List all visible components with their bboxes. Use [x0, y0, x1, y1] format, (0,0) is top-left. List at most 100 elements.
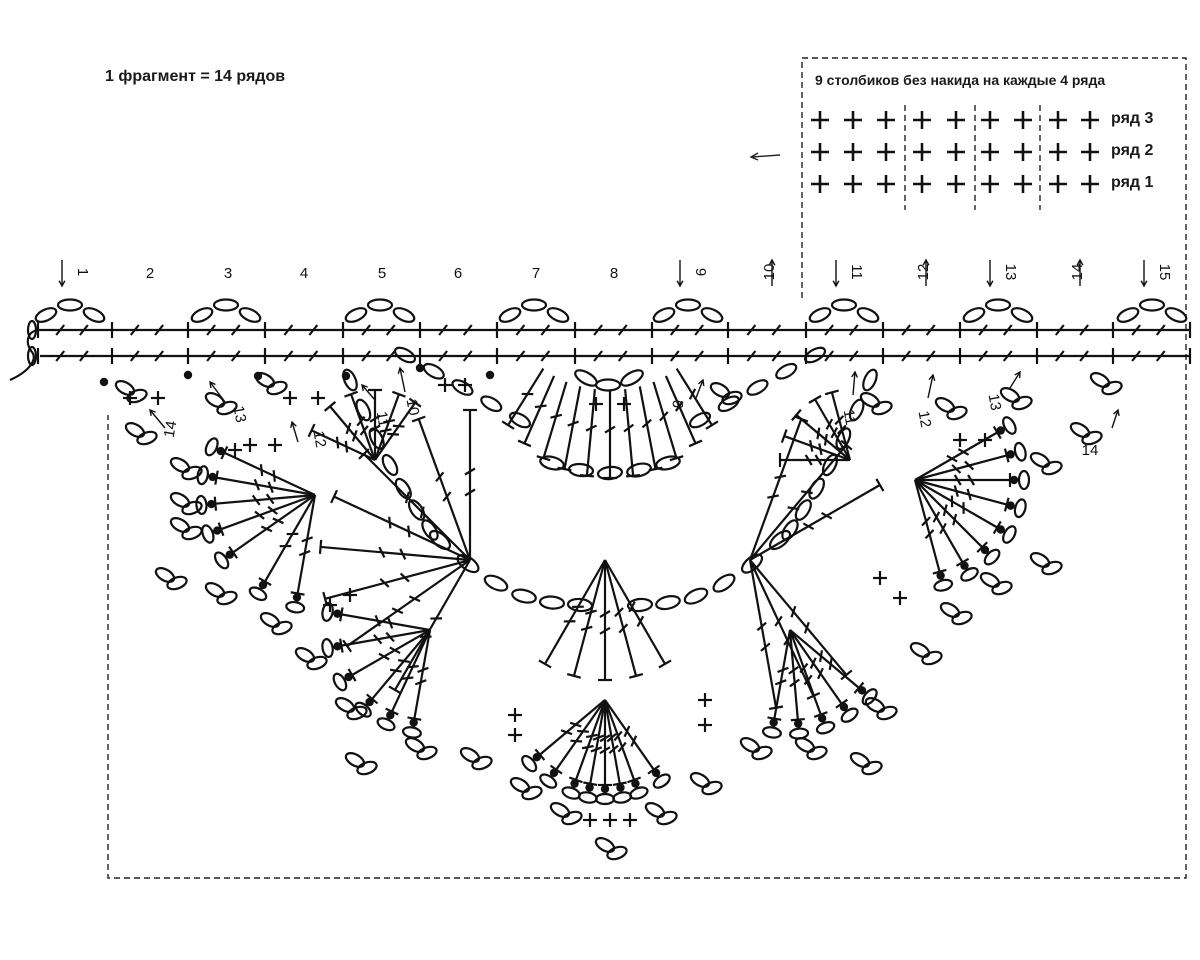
chain-stitch-symbol [674, 298, 702, 312]
chain-stitch-symbol [421, 519, 439, 541]
starting-tail [9, 328, 41, 382]
single-crochet-symbol [981, 143, 999, 161]
middle-right-fan [748, 415, 885, 711]
foundation-stitch-slash [385, 324, 396, 336]
slip-stitch-symbol [485, 370, 495, 380]
single-crochet-symbol [873, 571, 887, 585]
chain-stitch-symbol [933, 578, 954, 592]
single-crochet-symbol [913, 143, 931, 161]
bottom-center-fan [521, 699, 671, 806]
row-number: 12 [915, 410, 935, 429]
chain-stitch-symbol [859, 391, 881, 409]
foundation-stitch-slash [230, 350, 241, 362]
direction-arrow [927, 373, 936, 399]
direction-arrow [922, 258, 930, 286]
single-crochet-symbol [508, 728, 522, 742]
chain-stitch-symbol [169, 491, 191, 509]
chain-stitch-symbol [212, 298, 240, 312]
foundation-stitch-slash [283, 324, 294, 336]
chain-stitch-symbol [549, 801, 571, 819]
chain-stitch-symbol [999, 386, 1021, 404]
double-crochet-symbol [824, 389, 852, 461]
foundation-stitch-slash [824, 350, 834, 362]
row-number: 14 [161, 420, 181, 439]
single-crochet-symbol [589, 397, 603, 411]
chain-stitch-symbol [1029, 551, 1051, 569]
chain-stitch-symbol [166, 575, 188, 591]
legend-row-label: ряд 3 [1111, 110, 1154, 127]
slip-stitch-symbol [600, 784, 610, 794]
top-chain-arch [652, 298, 724, 323]
column-number: 13 [1002, 264, 1019, 281]
foundation-stitch-slash [1054, 324, 1065, 336]
chain-stitch-symbol [683, 587, 709, 605]
chain-stitch-symbol [561, 786, 581, 800]
single-crochet-symbol [1081, 111, 1099, 129]
chain-stitch-symbol [366, 298, 394, 312]
chain-stitch-symbol [1041, 560, 1063, 576]
chain-stitch-symbol [368, 427, 385, 450]
chain-stitch-symbol [204, 391, 226, 409]
slip-stitch-symbol [344, 672, 353, 682]
foundation-stitch-slash [385, 350, 396, 362]
foundation-stitch-slash [515, 324, 526, 336]
chain-stitch-symbol [1011, 395, 1033, 411]
chain-stitch-symbol [808, 307, 832, 323]
single-crochet-symbol [947, 111, 965, 129]
top-chain-arch [962, 298, 1034, 323]
single-crochet-symbol [1049, 111, 1067, 129]
direction-arrow [290, 420, 299, 443]
chain-stitch-symbol [862, 368, 878, 392]
single-crochet-symbol [583, 813, 597, 827]
double-crochet-symbol [388, 559, 471, 695]
single-crochet-symbol [844, 111, 862, 129]
direction-arrow [695, 378, 705, 399]
foundation-stitch-slash [438, 350, 448, 362]
column-number: 15 [1156, 264, 1173, 281]
single-crochet-symbol [243, 438, 257, 452]
double-crochet-symbol [788, 629, 828, 719]
chain-stitch-symbol [259, 611, 281, 629]
inner-fan [393, 346, 827, 481]
chain-stitch-symbol [629, 786, 649, 800]
slip-stitch-symbol [857, 686, 867, 695]
chain-stitch-symbol [154, 566, 176, 584]
chain-stitch-symbol [561, 810, 583, 826]
chain-stitch-symbol [746, 379, 769, 396]
legend-row-label: ряд 2 [1111, 142, 1154, 159]
direction-arrow [1111, 408, 1120, 429]
foundation-stitch-slash [1131, 324, 1141, 336]
chain-stitch-symbol [701, 780, 723, 796]
center-fan [538, 559, 672, 682]
chain-stitch-symbol [620, 369, 644, 387]
direction-arrow [832, 260, 840, 288]
foundation-stitch-slash [771, 324, 782, 336]
single-crochet-symbol [617, 397, 631, 411]
chain-stitch-symbol [840, 707, 859, 723]
row-number: 9 [669, 399, 687, 410]
single-crochet-symbol [283, 391, 297, 405]
chain-stitch-symbol [688, 411, 712, 429]
chain-stitch-symbol [451, 379, 474, 396]
slip-stitch-symbol [386, 710, 395, 720]
chain-stitch-symbol [652, 773, 671, 789]
chain-stitch-symbol [266, 380, 288, 396]
row-number: 12 [310, 430, 330, 449]
slip-stitch-symbol [960, 561, 969, 570]
chain-stitch-symbol [521, 754, 538, 773]
chain-stitch-symbol [204, 581, 226, 599]
column-number: 10 [761, 264, 778, 281]
chain-stitch-symbol [285, 601, 306, 614]
foundation-stitch-slash [1155, 324, 1166, 336]
foundation-stitch-slash [1131, 350, 1141, 362]
foundation-stitch-slash [1155, 350, 1166, 362]
single-crochet-symbol [981, 111, 999, 129]
chain-stitch-symbol [181, 465, 203, 481]
column-number: 3 [224, 265, 232, 282]
slip-stitch-symbol [225, 550, 235, 559]
chain-stitch-symbol [655, 455, 681, 471]
chain-stitch-symbol [656, 810, 678, 826]
chain-stitch-symbol [169, 516, 191, 534]
foundation-stitch-slash [824, 324, 834, 336]
column-number: 12 [915, 264, 932, 281]
